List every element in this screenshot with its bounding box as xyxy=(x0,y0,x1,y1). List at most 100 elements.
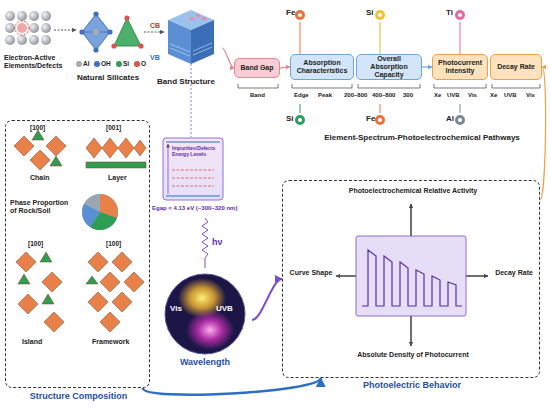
label-text: UVB xyxy=(504,92,517,99)
band-cube xyxy=(168,20,191,64)
octahedron xyxy=(93,29,99,35)
atom-grid xyxy=(29,35,39,45)
connector-arrow xyxy=(540,67,546,200)
axis-cross xyxy=(336,204,488,346)
label-text: Layer xyxy=(108,174,127,182)
legend-swatch xyxy=(134,61,140,67)
element-pin xyxy=(295,115,305,125)
legend-text: Si xyxy=(123,60,129,67)
band-diagram xyxy=(172,186,214,187)
node-text: Band Structure xyxy=(150,78,222,87)
tetrahedron xyxy=(111,43,116,48)
label-text: Edge xyxy=(294,92,309,99)
process-arrow xyxy=(144,32,164,33)
layer-structure xyxy=(86,138,146,168)
leader-line xyxy=(191,64,192,137)
octahedron xyxy=(79,29,84,34)
layer-structure xyxy=(118,138,134,158)
connector-arrow xyxy=(222,48,234,68)
element-pin xyxy=(455,115,465,125)
legend-text: OH xyxy=(101,60,111,67)
node-text: Photocurrent Intensity xyxy=(435,59,485,74)
legend-item: OH xyxy=(94,60,111,67)
node-text: Photoelectrochemical Relative Activity xyxy=(343,187,483,195)
label-text: 200–800 xyxy=(344,92,367,99)
label-text: [100] xyxy=(106,240,121,247)
label-text: UVB xyxy=(447,92,460,99)
element-pin xyxy=(378,13,382,17)
legend-item: Al xyxy=(76,60,90,67)
atom-grid xyxy=(29,11,39,21)
octahedron xyxy=(107,29,112,34)
bracket xyxy=(492,84,540,88)
element-pin xyxy=(295,104,465,125)
element-pin xyxy=(378,118,382,122)
node-text: Band Gap xyxy=(240,64,273,72)
band-diagram xyxy=(168,144,169,194)
band-cube xyxy=(202,17,206,20)
element-pin xyxy=(460,22,461,54)
connector-arrow xyxy=(422,66,432,67)
layer-structure xyxy=(86,162,146,168)
chain-structure xyxy=(50,156,62,166)
framework-structure xyxy=(124,272,144,292)
band-cube xyxy=(168,10,214,64)
label-text: [001] xyxy=(106,124,121,131)
photoelectric-panel: Photoelectrochemical Relative ActivityCu… xyxy=(282,180,540,378)
framework-structure xyxy=(100,312,120,332)
node-text: Structure Composition xyxy=(6,392,151,402)
label-text: 400–800 xyxy=(372,92,395,99)
label-text: Peak xyxy=(318,92,332,99)
framework-structure xyxy=(112,292,132,312)
node-text: Wavelength xyxy=(158,358,252,368)
atom-grid xyxy=(5,35,15,45)
island-structure xyxy=(18,294,38,314)
node-text: VB xyxy=(150,54,160,62)
node-text: Decay Rate xyxy=(491,269,537,277)
process-box: Overall Absorption Capacity xyxy=(356,54,422,80)
band-cube xyxy=(193,47,212,55)
framework-structure xyxy=(86,252,144,332)
label-text: [100] xyxy=(28,240,43,247)
element-pin xyxy=(298,118,302,122)
bracket xyxy=(238,84,540,88)
connector-arrow xyxy=(143,378,321,395)
pie-chart xyxy=(82,194,118,230)
atom-grid xyxy=(5,11,15,21)
process-box: Decay Rate xyxy=(490,54,542,80)
node-text: Curve Shape xyxy=(287,269,335,277)
island-structure xyxy=(42,272,62,292)
band-diagram xyxy=(172,178,214,179)
framework-structure xyxy=(86,276,98,284)
tetrahedron xyxy=(124,15,129,20)
element-pin xyxy=(458,118,462,122)
element-pin xyxy=(295,10,465,54)
label-text: Chain xyxy=(30,174,49,182)
wavelength-circle xyxy=(186,310,234,350)
band-structure: CB VB Band Structure xyxy=(150,8,222,88)
label-text: [100] xyxy=(30,124,45,131)
node-text: CB xyxy=(150,22,160,30)
band-diagram xyxy=(163,138,223,200)
connector-arrow xyxy=(280,67,290,68)
band-cube xyxy=(191,20,214,64)
photocurrent-chart xyxy=(356,236,466,316)
label-text: Fe xyxy=(286,9,295,18)
band-diagram xyxy=(166,141,220,142)
atom-grid xyxy=(15,21,29,35)
chain-structure xyxy=(30,150,50,170)
atom-grid xyxy=(17,11,27,21)
element-pin xyxy=(300,22,301,54)
tetrahedron xyxy=(138,43,143,48)
label-text: Framework xyxy=(92,338,129,346)
octahedron xyxy=(79,11,112,52)
island-structure xyxy=(42,294,54,304)
chain-structure xyxy=(14,136,34,156)
node-text: UVB xyxy=(216,305,233,314)
structure-panel: Structure Composition xyxy=(5,120,150,388)
label-text: Band xyxy=(250,92,265,99)
island-structure xyxy=(40,252,52,262)
bracket xyxy=(358,84,420,88)
octahedron xyxy=(82,14,110,50)
